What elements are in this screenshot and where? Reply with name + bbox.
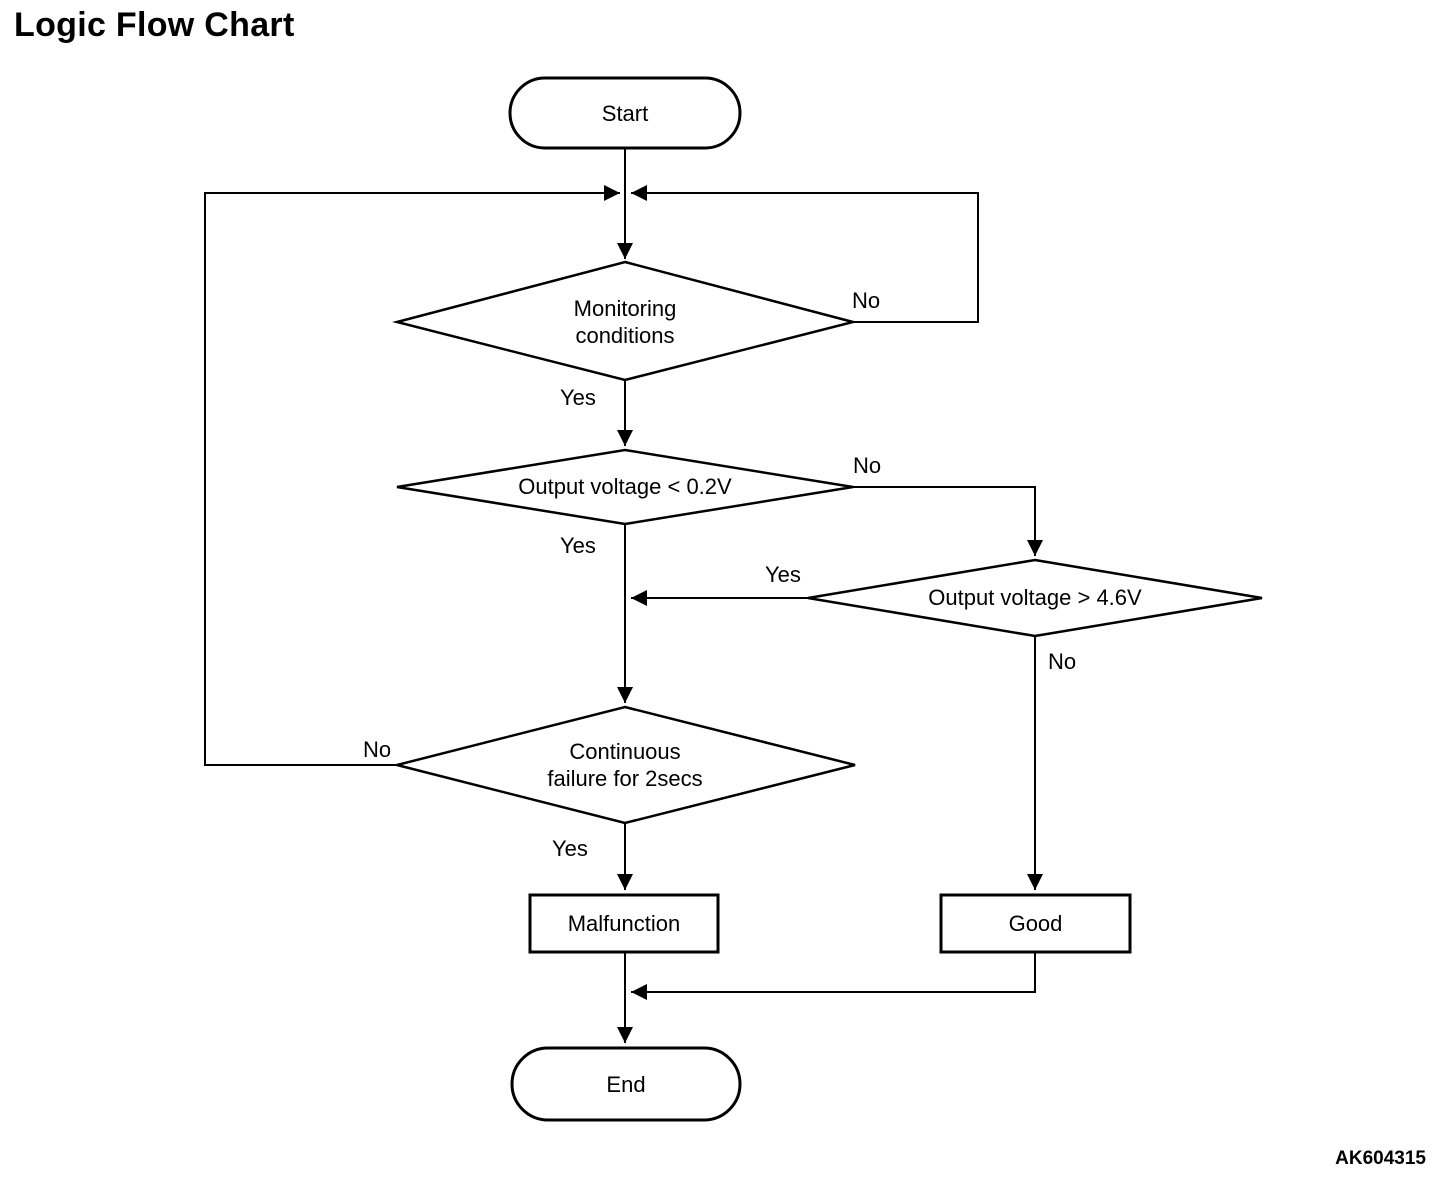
continuous-failure-yes-label: Yes bbox=[552, 836, 588, 861]
edge-voltage-low-no bbox=[853, 486, 1043, 556]
malfunction-node-label: Malfunction bbox=[567, 911, 681, 936]
start-node-label: Start bbox=[601, 100, 649, 126]
edge-good-merge bbox=[631, 952, 1036, 1000]
monitoring-yes-label: Yes bbox=[560, 385, 596, 410]
edge-monitoring-no-loop bbox=[631, 185, 979, 323]
voltage-low-decision-shape bbox=[396, 448, 854, 526]
end-terminator-shape bbox=[510, 1046, 742, 1122]
start-terminator-shape bbox=[508, 76, 742, 150]
edge-continuous-failure-no-loop bbox=[204, 185, 620, 766]
monitoring-no-label: No bbox=[852, 288, 881, 313]
monitoring-decision-shape bbox=[392, 260, 858, 382]
good-process-shape bbox=[939, 893, 1132, 954]
voltage-low-node-label: Output voltage < 0.2V bbox=[518, 474, 732, 499]
continuous-failure-node-label: Continuous failure for 2secs bbox=[547, 739, 703, 791]
voltage-low-no-label: No bbox=[853, 453, 882, 478]
voltage-high-yes-label: Yes bbox=[765, 562, 801, 587]
end-node-label: End bbox=[606, 1071, 646, 1097]
continuous-failure-decision-shape bbox=[396, 705, 856, 825]
monitoring-node-label: Monitoring conditions bbox=[573, 296, 677, 348]
page-title: Logic Flow Chart bbox=[14, 6, 295, 44]
voltage-low-yes-label: Yes bbox=[560, 533, 596, 558]
continuous-failure-no-label: No bbox=[363, 737, 392, 762]
malfunction-process-shape bbox=[528, 893, 720, 954]
voltage-high-no-label: No bbox=[1048, 649, 1077, 674]
figure-code: AK604315 bbox=[1335, 1148, 1426, 1169]
good-node-label: Good bbox=[1008, 911, 1063, 936]
voltage-high-decision-shape bbox=[807, 558, 1263, 638]
voltage-high-node-label: Output voltage > 4.6V bbox=[928, 585, 1142, 610]
